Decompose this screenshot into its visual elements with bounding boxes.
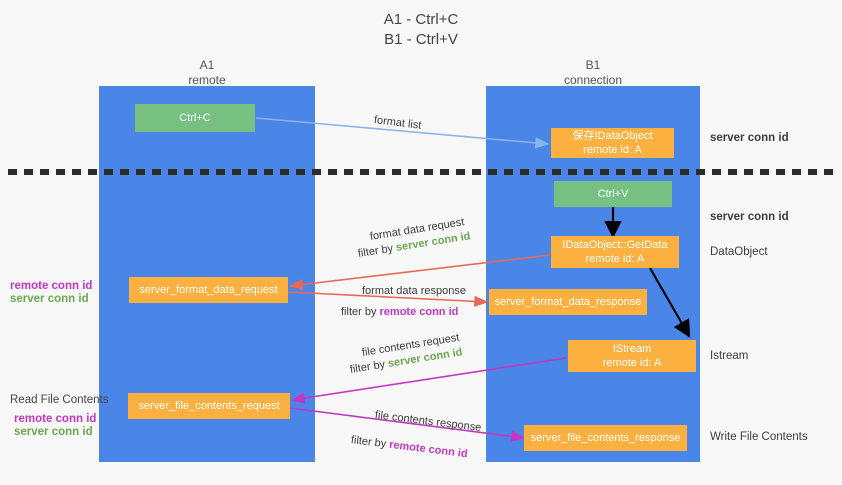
left-label-format-server-conn-id: server conn id xyxy=(10,293,89,305)
left-label-file-server-conn-id: server conn id xyxy=(14,426,93,438)
box-server-file-contents-response-label: server_file_contents_response xyxy=(530,432,681,444)
title-line-1: A1 - Ctrl+C xyxy=(383,11,459,28)
label-file-contents-response-filter: filter by remote conn id xyxy=(350,433,468,461)
column-right-subtitle: connection xyxy=(563,73,623,87)
page-title: A1 - Ctrl+C B1 - Ctrl+V xyxy=(0,10,842,50)
right-label-istream: Istream xyxy=(710,350,749,362)
box-istream-line1: IStream xyxy=(612,343,652,355)
box-server-file-contents-request-label: server_file_contents_request xyxy=(138,400,280,412)
box-istream[interactable]: IStream remote id: A xyxy=(568,340,696,372)
box-ctrl-c[interactable]: Ctrl+C xyxy=(135,104,255,132)
phase-divider xyxy=(8,169,834,175)
column-header-left: A1 remote xyxy=(99,58,315,88)
box-save-idataobject-line1: 保存IDataObject xyxy=(572,130,653,142)
label-fcresp-filter-prefix: filter by xyxy=(350,434,390,451)
label-fcresp-filter-value: remote conn id xyxy=(388,438,469,461)
label-fcreq-filter-prefix: filter by xyxy=(349,358,389,376)
box-getdata-line1: IDataObject::GetData xyxy=(562,239,668,251)
right-label-server-conn-id-mid: server conn id xyxy=(710,211,789,223)
left-label-format-remote-conn-id: remote conn id xyxy=(10,280,93,292)
label-file-contents-response: file contents response xyxy=(374,409,482,434)
right-label-write-file-contents: Write File Contents xyxy=(710,431,808,443)
left-label-file-remote-conn-id: remote conn id xyxy=(14,413,97,425)
column-left-subtitle: remote xyxy=(188,73,226,87)
column-header-right: B1 connection xyxy=(486,58,700,88)
right-label-dataobject: DataObject xyxy=(710,246,768,258)
label-fdreq-filter-prefix: filter by xyxy=(357,242,397,260)
box-save-idataobject[interactable]: 保存IDataObject remote id: A xyxy=(551,128,674,158)
right-label-server-conn-id-top: server conn id xyxy=(710,132,789,144)
title-line-2: B1 - Ctrl+V xyxy=(384,31,458,48)
box-save-idataobject-line2: remote id: A xyxy=(583,144,642,156)
box-server-format-data-request[interactable]: server_format_data_request xyxy=(129,277,288,303)
box-ctrl-v[interactable]: Ctrl+V xyxy=(554,181,672,207)
column-left-name: A1 xyxy=(199,58,215,72)
box-server-file-contents-request[interactable]: server_file_contents_request xyxy=(128,393,290,419)
box-getdata[interactable]: IDataObject::GetData remote id: A xyxy=(551,236,679,268)
label-format-data-response-filter: filter by remote conn id xyxy=(341,305,458,319)
box-ctrl-v-label: Ctrl+V xyxy=(597,188,629,200)
label-format-data-response: format data response xyxy=(362,285,466,297)
column-right-name: B1 xyxy=(585,58,601,72)
box-server-file-contents-response[interactable]: server_file_contents_response xyxy=(524,425,687,451)
box-server-format-data-response[interactable]: server_format_data_response xyxy=(489,289,647,315)
box-server-format-data-request-label: server_format_data_request xyxy=(139,284,278,296)
left-label-read-file-contents: Read File Contents xyxy=(10,394,109,406)
label-format-list: format list xyxy=(373,114,423,132)
box-ctrl-c-label: Ctrl+C xyxy=(179,112,211,124)
box-getdata-line2: remote id: A xyxy=(585,253,645,265)
box-server-format-data-response-label: server_format_data_response xyxy=(494,296,642,308)
label-fdresp-filter-value: remote conn id xyxy=(379,306,459,318)
label-fdresp-filter-prefix: filter by xyxy=(341,306,380,318)
box-istream-line2: remote id: A xyxy=(602,357,662,369)
